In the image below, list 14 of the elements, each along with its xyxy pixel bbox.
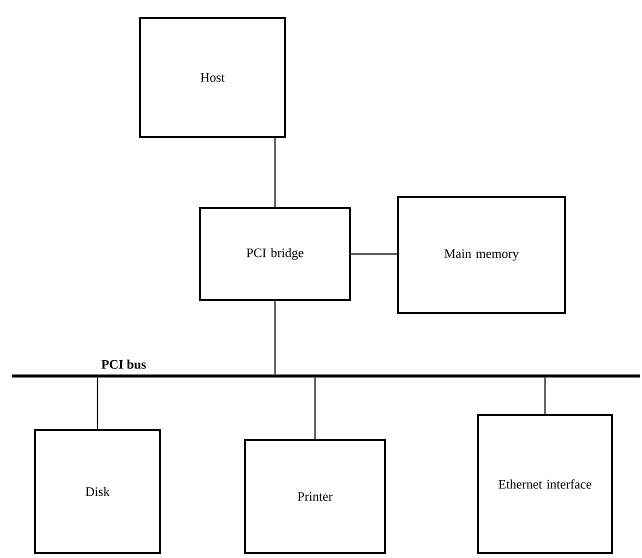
connector-line [274,300,276,374]
bridge-box: PCI bridge [199,206,351,301]
connector-line [544,378,546,414]
bus-line [12,374,640,378]
bus-label: PCI bus [101,360,146,369]
connector-line [351,253,397,255]
memory-box: Main memory [397,196,566,314]
device-box: Printer [244,438,386,554]
host-box: Host [139,16,286,138]
connector-line [274,138,276,207]
device-box: Ethernet interface [477,414,613,554]
device-box: Disk [34,428,161,554]
connector-line [314,378,316,439]
connector-line [96,378,98,429]
